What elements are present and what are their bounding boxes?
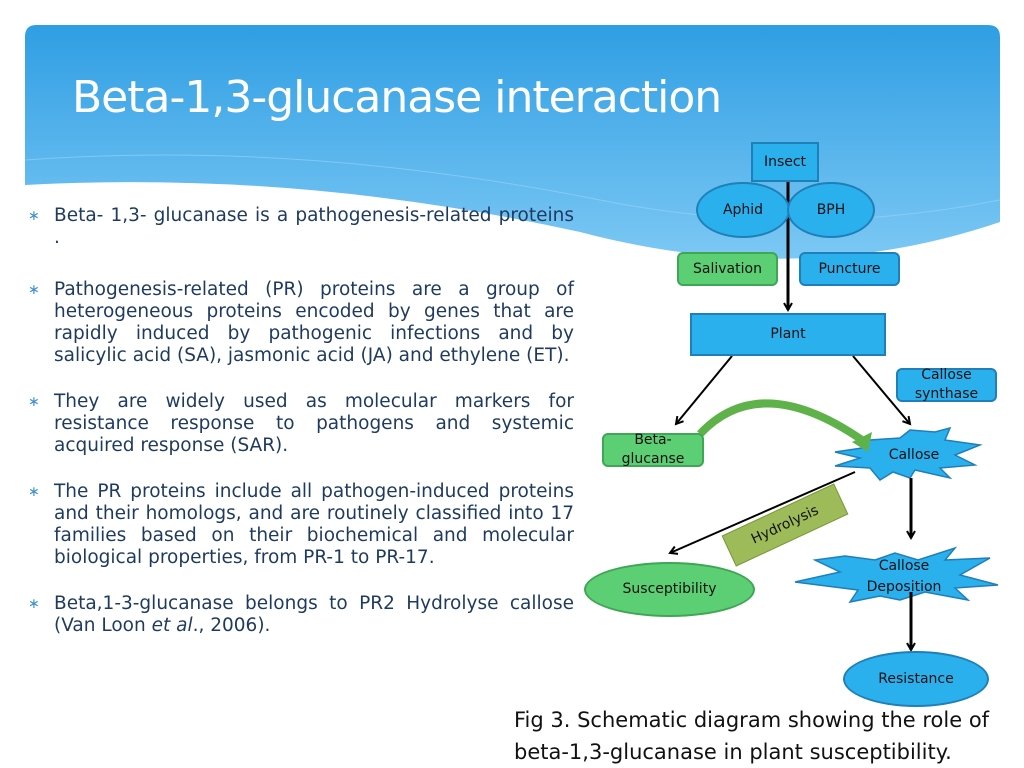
bullet-marker: ∗	[28, 596, 40, 612]
bullet-item: ∗Beta,1-3-glucanase belongs to PR2 Hydro…	[28, 593, 574, 636]
green-curved-arrow	[697, 399, 865, 444]
green-arrowhead	[852, 432, 872, 452]
node-susceptibility: Susceptibility	[584, 562, 755, 617]
node-plant: Plant	[690, 313, 886, 356]
bullet-item: ∗The PR proteins include all pathogen-in…	[28, 481, 574, 568]
bullet-marker: ∗	[28, 394, 40, 410]
arrow-plant-callose	[852, 355, 910, 424]
bullet-item: ∗Beta- 1,3- glucanase is a pathogenesis-…	[28, 205, 574, 248]
arrow-plant-betaglucanse	[676, 355, 733, 424]
bullet-item: ∗Pathogenesis-related (PR) proteins are …	[28, 279, 574, 366]
figure-caption: Fig 3. Schematic diagram showing the rol…	[514, 708, 990, 764]
node-bph: BPH	[787, 182, 875, 238]
arrow-callose-susceptibility	[670, 471, 856, 553]
callose-starburst	[834, 426, 983, 481]
bullet-marker: ∗	[28, 484, 40, 500]
bullet-marker: ∗	[28, 282, 40, 298]
bullet-list: ∗Beta- 1,3- glucanase is a pathogenesis-…	[28, 205, 574, 661]
bullet-marker: ∗	[28, 208, 40, 224]
node-resistance: Resistance	[843, 651, 989, 707]
bullet-item: ∗They are widely used as molecular marke…	[28, 391, 574, 456]
node-callose-deposition: Callose Deposition	[866, 558, 942, 595]
node-callose-synthase: Callose synthase	[896, 367, 997, 402]
node-salivation: Salivation	[677, 252, 778, 286]
node-aphid: Aphid	[696, 182, 790, 238]
slide-title: Beta-1,3-glucanase interaction	[72, 72, 722, 123]
callose-deposition-starburst	[794, 546, 999, 604]
node-insect: Insect	[751, 142, 819, 182]
node-callose: Callose	[888, 447, 940, 463]
node-beta-glucanse: Beta- glucanse	[602, 432, 704, 467]
node-puncture: Puncture	[799, 252, 900, 286]
